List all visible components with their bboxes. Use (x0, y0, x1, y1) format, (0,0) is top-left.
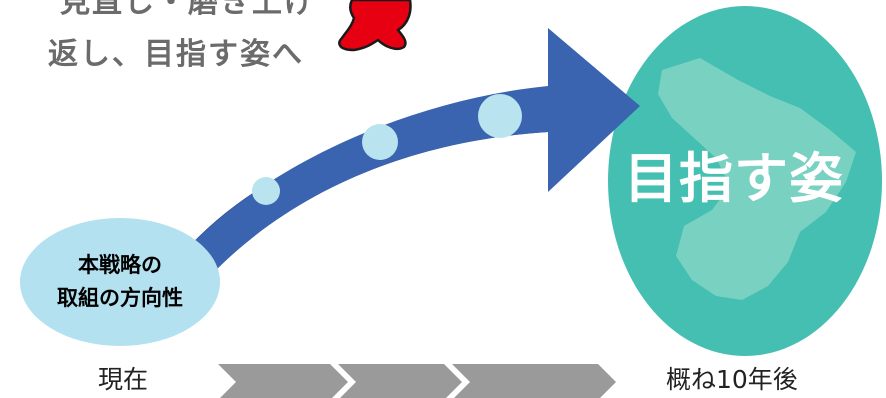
start-label: 本戦略の 取組の方向性 (14, 249, 226, 315)
timeline-start-label: 現在 (98, 365, 149, 394)
chiba-map-icon (658, 58, 856, 300)
arrow-dot-3 (478, 94, 522, 138)
goal-label: 目指す姿 (624, 147, 844, 210)
timeline-chevron-1 (218, 364, 348, 398)
arrow-dot-1 (252, 177, 280, 205)
timeline-chevron-2 (338, 364, 462, 398)
timeline-chevron-3 (452, 364, 616, 398)
timeline-chevrons (218, 364, 616, 398)
start-label-line-2: 取組の方向性 (57, 286, 183, 310)
start-label-line-1: 本戦略の (78, 253, 162, 277)
caption-line-2: 返し、目指す姿へ (48, 37, 304, 72)
arrow-dot-2 (362, 124, 398, 160)
mascot-icon (338, 0, 412, 52)
caption-line-1: 見直し・磨き上げ (60, 0, 316, 20)
start-ellipse (20, 218, 220, 346)
timeline-end-label: 概ね10年後 (666, 365, 798, 394)
